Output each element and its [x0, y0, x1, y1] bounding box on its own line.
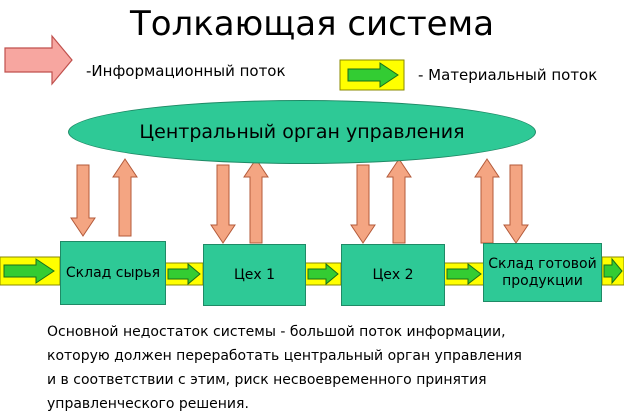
diagram-title: Толкающая система [129, 4, 495, 44]
node-finished-warehouse-label: Склад готовой продукции [488, 255, 597, 289]
central-management-label: Центральный орган управления [139, 121, 465, 143]
legend-info-arrow-icon [4, 34, 73, 86]
info-arrow-up-3 [386, 158, 412, 244]
node-shop-1-label: Цех 1 [233, 266, 276, 283]
note-text: Основной недостаток системы - большой по… [47, 324, 522, 412]
node-shop-2: Цех 2 [341, 244, 445, 306]
node-finished-warehouse: Склад готовой продукции [483, 243, 602, 302]
info-arrow-down-1 [70, 164, 96, 237]
material-arrow-out [601, 256, 624, 286]
info-arrow-down-4 [503, 164, 529, 244]
info-arrow-up-1 [112, 158, 138, 237]
node-shop-1: Цех 1 [203, 244, 306, 306]
node-raw-warehouse: Склад сырья [60, 241, 166, 305]
material-arrow-3 [443, 262, 485, 286]
info-arrow-up-4 [474, 158, 500, 244]
central-management-node: Центральный орган управления [68, 100, 536, 164]
legend-material-label: - Материальный поток [418, 66, 598, 84]
legend-material-arrow-icon [339, 59, 405, 91]
info-arrow-down-2 [210, 164, 236, 244]
node-shop-2-label: Цех 2 [372, 266, 414, 283]
legend-info-label: -Информационный поток [86, 62, 286, 80]
info-arrow-down-3 [350, 164, 376, 244]
material-arrow-2 [304, 262, 342, 286]
info-arrow-up-2 [243, 158, 269, 244]
material-arrow-in [0, 256, 61, 286]
node-raw-warehouse-label: Склад сырья [65, 264, 161, 281]
material-arrow-1 [164, 262, 204, 286]
